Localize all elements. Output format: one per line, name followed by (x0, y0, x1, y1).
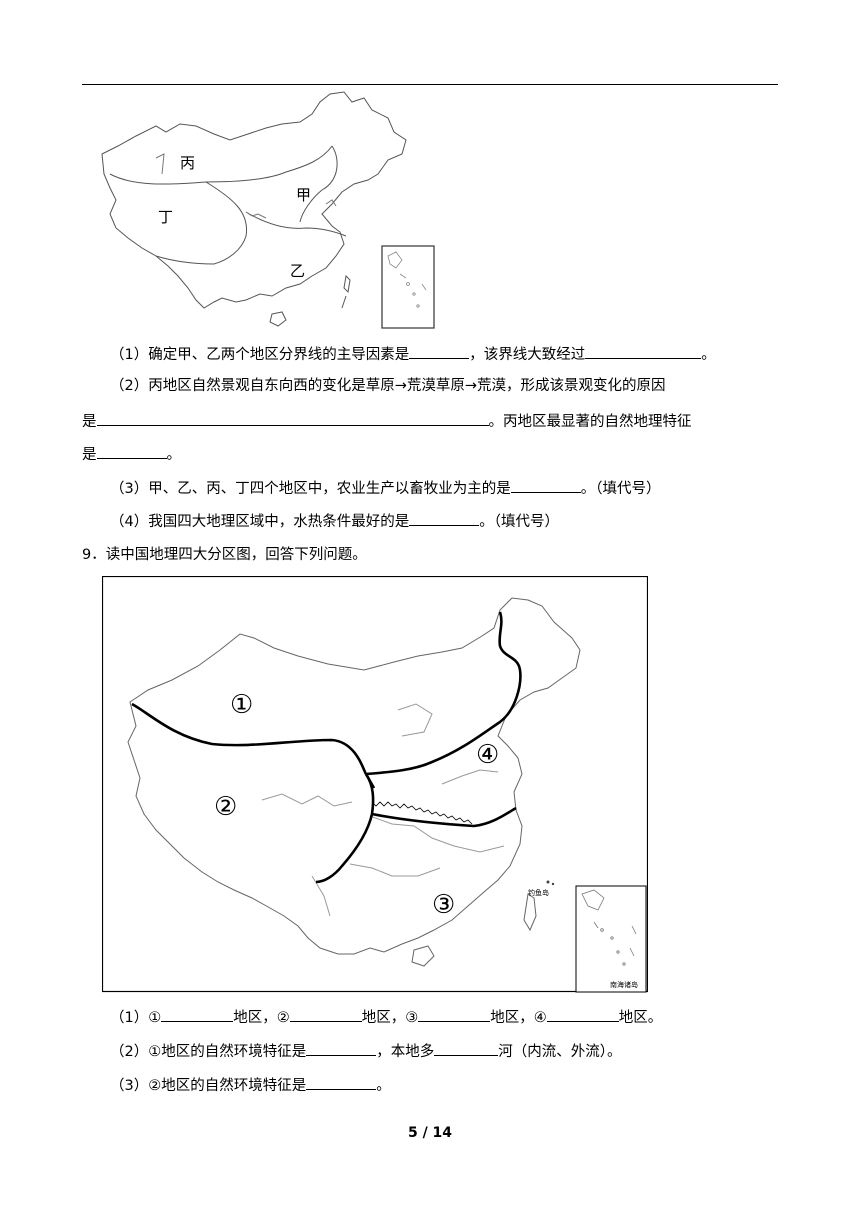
q9-part1-text-b: 地区，② (233, 1010, 290, 1026)
q9-part1-text-d: 地区，④ (490, 1010, 547, 1026)
diaoyu-label: 钓鱼岛 (528, 889, 549, 897)
q8-part2-text-c: 。丙地区最显著的自然地理特征 (488, 414, 692, 430)
q8-part2-text-e: 。 (166, 447, 182, 463)
page-number: 5 / 14 (407, 1125, 453, 1141)
q8-part1-text-c: 。 (701, 347, 716, 363)
region-label-jia: 甲 (296, 186, 312, 204)
q8-part4: （4）我国四大地理区域中，水热条件最好的是 。（填代号） (110, 510, 559, 532)
q9-part3-blank[interactable] (306, 1074, 377, 1090)
q8-part2-line1: （2）丙地区自然景观自东向西的变化是草原→荒漠草原→荒漠，形成该景观变化的原因 (110, 376, 666, 396)
q8-part2-line2: 是 。丙地区最显著的自然地理特征 (82, 410, 692, 432)
q9-part2-text-c: 河（内流、外流）。 (498, 1044, 622, 1060)
q8-part2-blank-1[interactable] (96, 410, 489, 426)
q8-part2-text-d: 是 (82, 447, 97, 463)
nanhai-label: 南海诸岛 (610, 981, 638, 989)
region-label-ding: 丁 (158, 208, 174, 226)
q9-part1-blank-2[interactable] (289, 1006, 362, 1022)
region-label-yi: 乙 (290, 262, 306, 280)
q9-part2-text-b: ，本地多 (376, 1044, 435, 1060)
q8-part1-text-b: ，该界线大致经过 (469, 347, 586, 363)
q8-part3-text-a: （3）甲、乙、丙、丁四个地区中，农业生产以畜牧业为主的是 (110, 481, 511, 497)
q9-part1-text-a: （1）① (110, 1010, 162, 1026)
q9-part2-text-a: （2）①地区的自然环境特征是 (110, 1044, 307, 1060)
header-rule (82, 84, 778, 85)
q8-part1-blank-2[interactable] (585, 343, 702, 359)
q8-part3: （3）甲、乙、丙、丁四个地区中，农业生产以畜牧业为主的是 。（填代号） (110, 477, 660, 499)
q9-part2-blank-2[interactable] (434, 1040, 499, 1056)
q9-part1-blank-1[interactable] (161, 1006, 234, 1022)
q9-part3-text-a: （3）②地区的自然环境特征是 (110, 1078, 307, 1094)
q9-part2-blank-1[interactable] (306, 1040, 377, 1056)
q8-part2-line3: 是。 (82, 443, 181, 465)
q8-part4-text-b: 。（填代号） (479, 514, 559, 530)
q8-part3-text-b: 。（填代号） (580, 481, 661, 497)
region-label-4: ④ (476, 740, 500, 770)
q9-part1-blank-4[interactable] (546, 1006, 619, 1022)
q8-part2-text-b: 是 (82, 414, 97, 430)
region-label-2: ② (214, 792, 238, 822)
region-label-1: ① (230, 690, 254, 720)
q9-title: 9．读中国地理四大分区图，回答下列问题。 (82, 547, 367, 563)
q9-part2: （2）①地区的自然环境特征是 ，本地多 河（内流、外流）。 (110, 1040, 621, 1062)
q9-part1: （1）① 地区，② 地区，③ 地区，④ 地区。 (110, 1006, 662, 1028)
q9-part1-blank-3[interactable] (418, 1006, 491, 1022)
q8-part1-blank-1[interactable] (409, 343, 470, 359)
q8-part4-blank[interactable] (409, 510, 480, 526)
q9-part3: （3）②地区的自然环境特征是 。 (110, 1074, 391, 1096)
q8-part2-text-a: （2）丙地区自然景观自东向西的变化是草原→荒漠草原→荒漠，形成该景观变化的原因 (110, 378, 666, 394)
china-regions-map-1: 丙 甲 丁 乙 (96, 88, 456, 334)
q9-part1-text-c: 地区，③ (361, 1010, 419, 1026)
q8-part1-text-a: （1）确定甲、乙两个地区分界线的主导因素是 (110, 347, 410, 363)
q8-part4-text-a: （4）我国四大地理区域中，水热条件最好的是 (110, 514, 410, 530)
region-label-3: ③ (432, 890, 456, 920)
china-four-regions-map: ① ② ③ ④ 钓鱼岛 南海诸岛 (102, 576, 648, 994)
q8-part1: （1）确定甲、乙两个地区分界线的主导因素是 ，该界线大致经过 。 (110, 343, 716, 365)
q8-part3-blank[interactable] (510, 477, 581, 493)
q9-part3-text-b: 。 (376, 1078, 391, 1094)
q8-part2-blank-2[interactable] (96, 443, 167, 459)
q9-part1-text-e: 地区。 (618, 1010, 663, 1026)
region-label-bing: 丙 (180, 154, 196, 172)
